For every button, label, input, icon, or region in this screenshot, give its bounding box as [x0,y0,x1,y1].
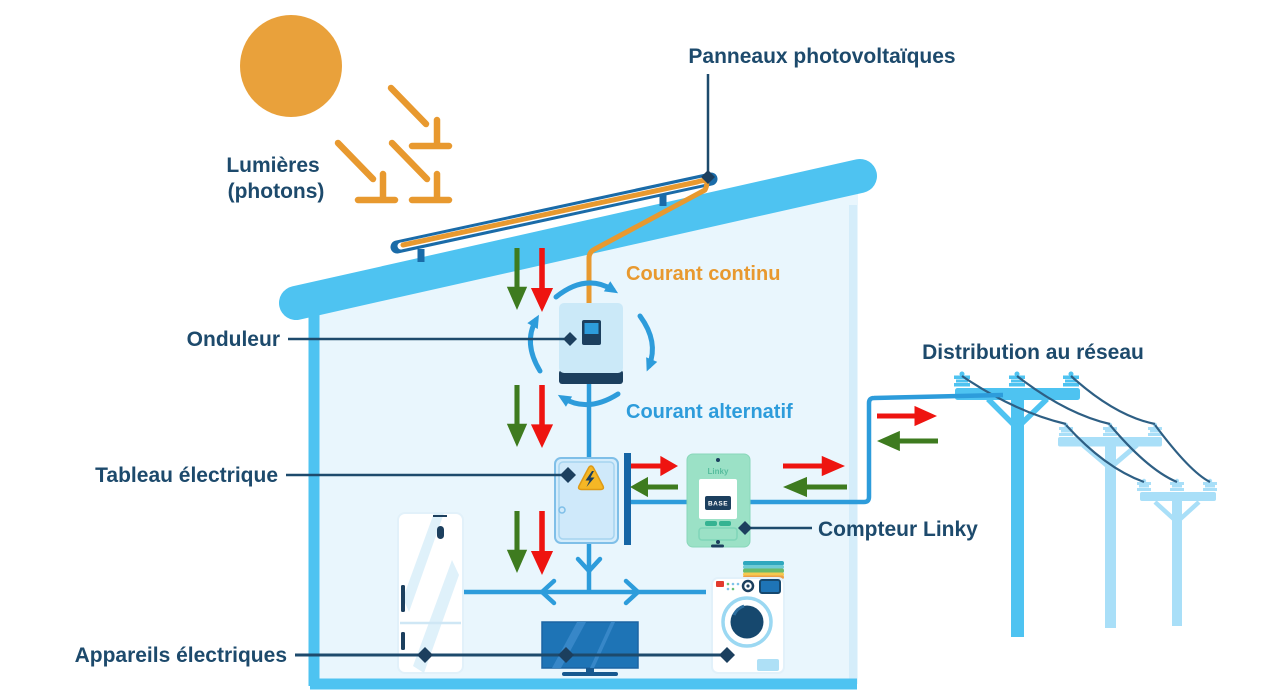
pointer-diamonds [417,170,752,663]
fridge-reflections [403,513,459,673]
washer-door-highlight [732,604,745,616]
power-pole-front [954,371,1080,637]
inverter-screen-display [584,323,599,334]
linky-display-badge [705,496,731,510]
tv-stand-neck [586,668,594,672]
linky-top-dot [716,458,720,462]
warning-icon [577,465,605,491]
panels-label: Panneaux photovoltaïques [688,45,955,68]
solar-panel-icon [390,172,718,306]
dc-wire [400,178,710,306]
photon-arrow [387,84,453,150]
diamond-marker [701,170,715,184]
fridge-handle [401,585,405,612]
photon-arrow [334,139,399,204]
red-right-arrow [877,405,937,427]
electrical-panel-label: Tableau électrique [95,464,278,487]
diamond-marker [560,467,576,483]
linky-bottom-dot [716,540,720,544]
appliances-label: Appareils électriques [75,644,287,667]
dc-current-label: Courant continu [626,263,780,285]
diamond-marker [738,521,752,535]
washing-machine-icon [711,561,785,674]
house-roof [279,159,877,320]
inverter-icon [559,303,623,384]
panel-lock-detail [558,506,566,514]
ac-current-label: Courant alternatif [626,401,793,423]
pointer-lines [286,74,812,657]
fridge-dispenser [437,526,444,539]
linky-meter-icon: Linky BASE [686,453,751,548]
washer-vent [757,659,779,671]
washer-power-light [716,581,724,587]
light-label-line1: Lumières [226,154,319,177]
fridge-body [397,512,464,674]
sun-icon [240,15,342,117]
meter-label: Compteur Linky [818,518,978,541]
panel-side-bar [624,453,631,545]
inverter-label: Onduleur [187,328,280,351]
power-pole-back [1137,478,1217,626]
grid-label: Distribution au réseau [922,341,1144,364]
washer-display [759,579,781,594]
towels [743,561,784,579]
conversion-cycle-arrows [527,280,658,407]
tv-icon [541,621,639,676]
circuit-wires [464,384,1004,606]
grid-catenary-wires [961,375,1211,484]
power-pole-middle [1058,422,1162,628]
diamond-marker [719,647,735,663]
washer-knob-dot [746,584,750,588]
linky-bottom-pill [711,544,724,548]
washer-door-glass [730,605,764,639]
diamond-marker [417,647,433,663]
photon-arrow [388,139,453,204]
fridge-icon [397,512,464,674]
chevron-down [575,556,603,574]
light-label-line2: (photons) [228,180,325,203]
linky-display-text: BASE [708,501,728,508]
green-left-arrow [877,430,938,452]
linky-button [705,521,717,526]
photon-ray-arrows [334,84,453,204]
diamond-marker [558,647,574,663]
linky-button [719,521,731,526]
chevron-left [539,578,557,606]
linky-brand-label: Linky [708,467,729,476]
pole-insulators [1137,478,1217,491]
inverter-base [559,370,623,384]
diamond-marker [563,332,577,346]
grid-connection-wire [627,392,1004,505]
fridge-handle [401,632,405,650]
chevron-right [623,578,641,606]
tv-stand-base [562,672,618,676]
washer-indicator-dots [726,582,740,591]
